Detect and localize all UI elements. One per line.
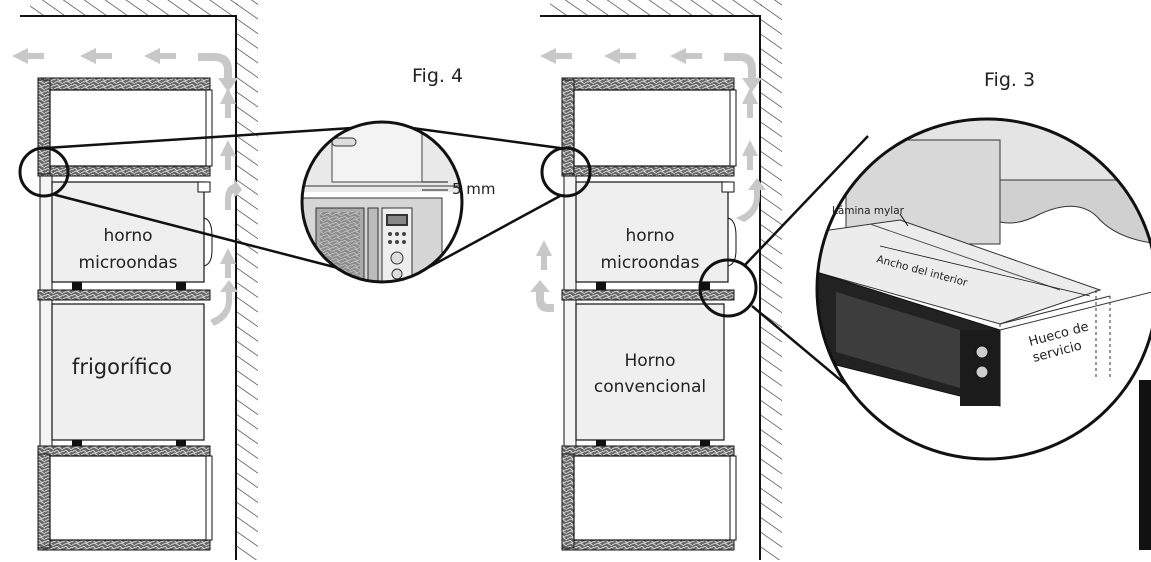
left-microwave: horno microondas [39,175,213,291]
right-microwave: horno microondas [563,175,737,291]
fridge-label: frigorífico [72,355,172,379]
left-fridge: frigorífico [39,299,205,447]
zoom-connector-bottom [51,192,339,270]
left-corner-magnifier [18,146,70,198]
conventional-oven-label-2: convencional [594,377,706,397]
fig4-label: Fig. 4 [412,65,463,87]
right-microwave-label-2: microondas [601,253,700,273]
right-airflow-arrows [530,48,766,312]
left-airflow-arrows [12,48,242,326]
left-microwave-label-2: microondas [79,253,178,273]
fig3-label: Fig. 3 [984,69,1035,91]
zoom-connector-top [45,126,353,150]
right-cabinet: horno microondas Horno convencional [530,0,782,560]
right-conventional-oven: Horno convencional [563,299,725,447]
gap-label: 5 mm [452,180,496,198]
mylar-label: Lámina mylar [832,205,905,217]
fig4-zoom: Fig. 4 5 mm [300,65,496,284]
left-cabinet: horno microondas frigorífico [12,0,258,560]
fig3-detail: Fig. 3 Lámina mylar Ancho del interior H… [815,69,1151,461]
zoom-connector-right-bottom [419,194,561,274]
right-corner-magnifier [540,146,592,198]
conventional-oven-label-1: Horno [624,351,675,371]
right-wall [540,0,782,560]
right-shelves [561,77,737,551]
right-microwave-label-1: horno [625,226,674,246]
right-side-magnifier [698,258,758,318]
detail-connector-top [743,135,869,267]
zoom-connector-right-top [411,126,561,150]
left-shelves [37,77,213,551]
page-edge-tab [1139,380,1151,550]
left-microwave-label-1: horno [103,226,152,246]
left-wall [20,0,258,560]
